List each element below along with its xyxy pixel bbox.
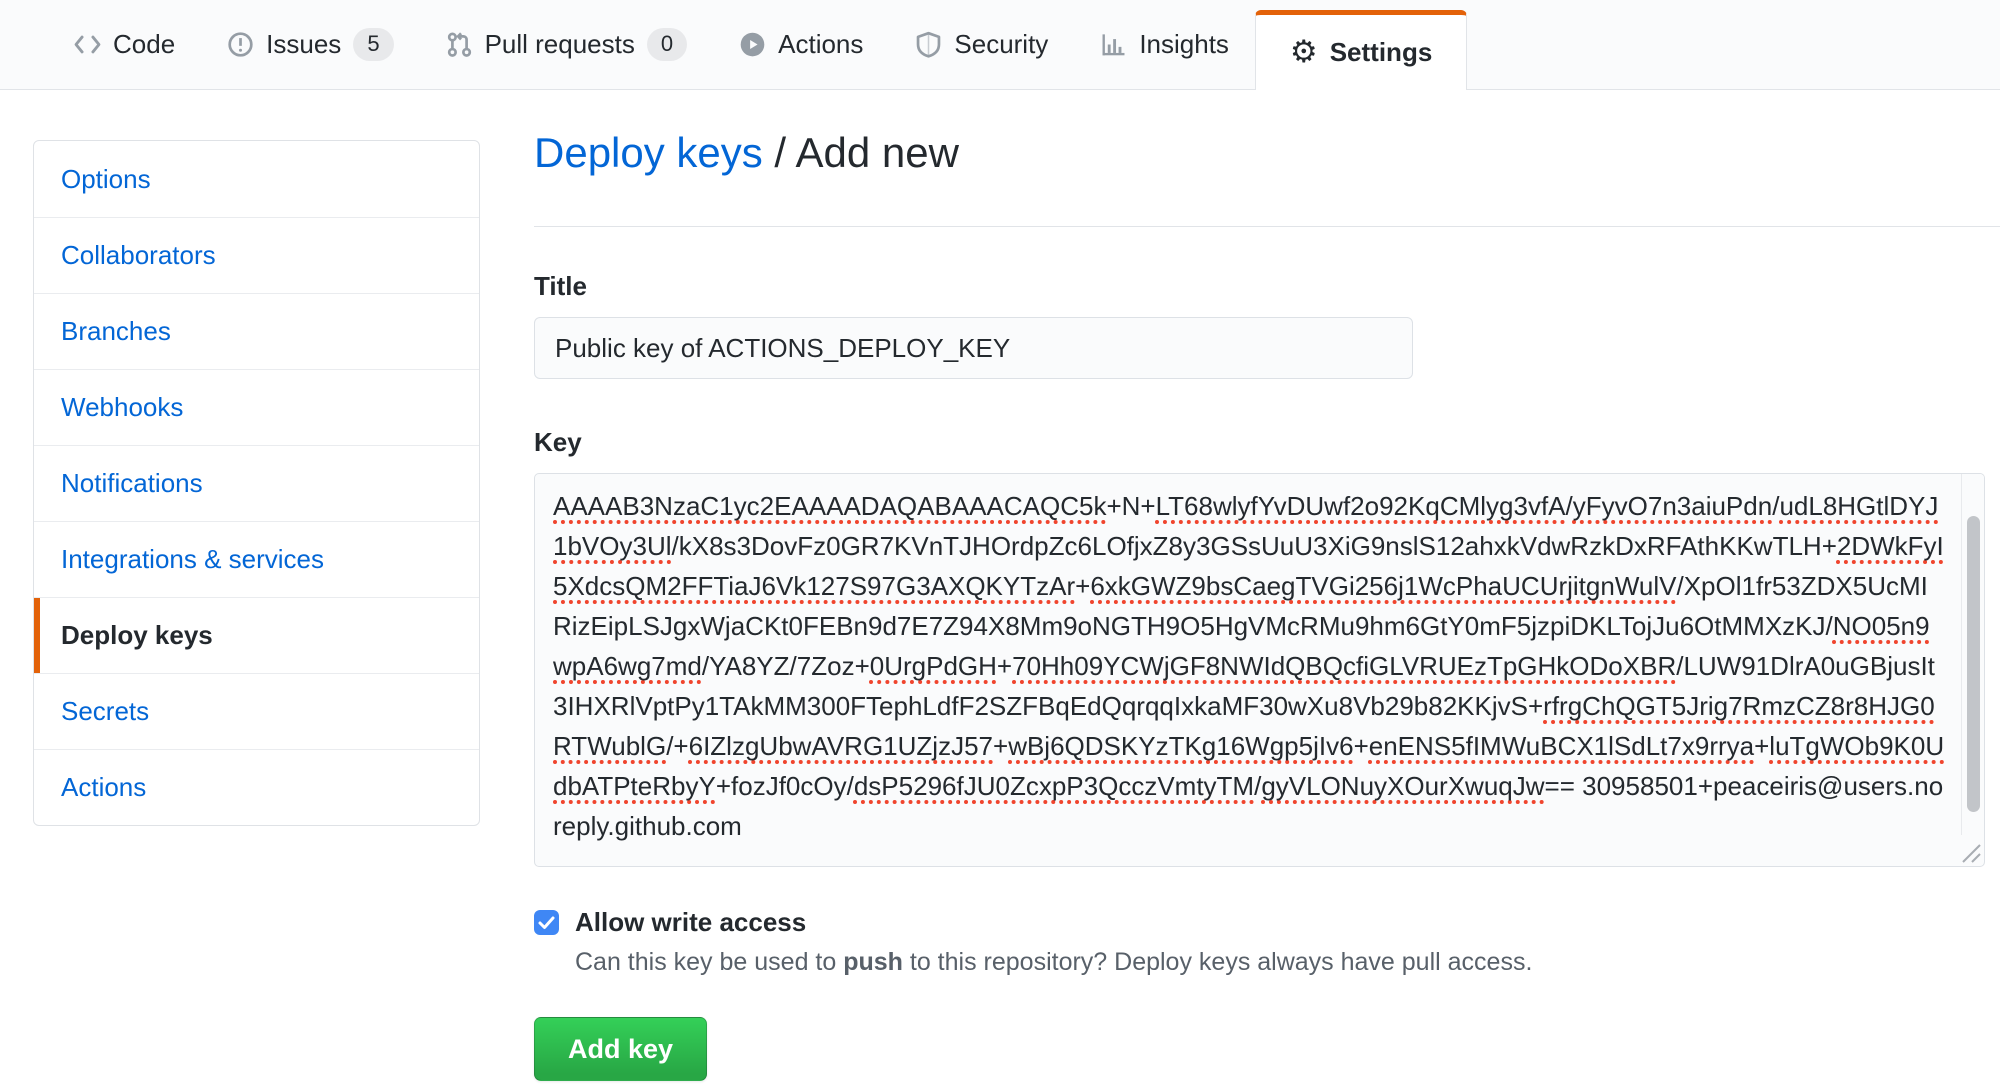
shield-icon bbox=[915, 31, 942, 58]
issues-count-badge: 5 bbox=[353, 28, 394, 61]
sidebar-item-integrations-services[interactable]: Integrations & services bbox=[34, 521, 479, 597]
key-text: AAAAB3NzaC1yc2EAAAADAQABAAACAQC5k+N+LT68… bbox=[553, 491, 1945, 841]
git-pull-request-icon bbox=[446, 31, 473, 58]
textarea-resize-grip[interactable] bbox=[1953, 835, 1983, 865]
repo-tab-bar: Code Issues 5 Pull requests 0 Actions Security… bbox=[0, 0, 2000, 90]
sidebar-item-collaborators[interactable]: Collaborators bbox=[34, 217, 479, 293]
sidebar-item-webhooks[interactable]: Webhooks bbox=[34, 369, 479, 445]
tab-label: Pull requests bbox=[484, 29, 635, 59]
tab-security[interactable]: Security bbox=[889, 0, 1074, 89]
play-icon bbox=[739, 31, 766, 58]
tab-label: Settings bbox=[1329, 37, 1433, 67]
pull-requests-count-badge: 0 bbox=[646, 28, 688, 61]
key-scrollbar-thumb[interactable] bbox=[1967, 516, 1980, 812]
breadcrumb-separator: / bbox=[762, 129, 796, 176]
tab-insights[interactable]: Insights bbox=[1074, 0, 1255, 89]
code-icon bbox=[74, 31, 101, 58]
gear-icon: ⚙ bbox=[1289, 34, 1318, 70]
tab-label: Issues bbox=[266, 29, 342, 59]
tab-label: Code bbox=[113, 29, 176, 59]
tab-code[interactable]: Code bbox=[48, 0, 201, 89]
tab-pull-requests[interactable]: Pull requests 0 bbox=[420, 0, 714, 89]
sidebar-item-label: Actions bbox=[61, 772, 147, 802]
sidebar-item-label: Integrations & services bbox=[61, 544, 325, 574]
tab-actions[interactable]: Actions bbox=[713, 0, 889, 89]
tab-issues[interactable]: Issues 5 bbox=[201, 0, 419, 89]
title-label: Title bbox=[534, 271, 587, 301]
sidebar-item-secrets[interactable]: Secrets bbox=[34, 673, 479, 749]
sidebar-item-deploy-keys[interactable]: Deploy keys bbox=[34, 597, 479, 673]
sidebar-item-actions[interactable]: Actions bbox=[34, 749, 479, 825]
sidebar-item-label: Webhooks bbox=[61, 392, 184, 422]
sidebar-item-label: Secrets bbox=[61, 696, 150, 726]
deploy-keys-breadcrumb-link[interactable]: Deploy keys bbox=[534, 129, 763, 176]
allow-write-access-label: Allow write access bbox=[575, 907, 807, 937]
breadcrumb-current: Add new bbox=[795, 129, 959, 176]
page-title: Deploy keys / Add new bbox=[534, 126, 2000, 180]
sidebar-item-label: Collaborators bbox=[61, 240, 216, 270]
sidebar-item-notifications[interactable]: Notifications bbox=[34, 445, 479, 521]
key-label: Key bbox=[534, 427, 582, 457]
tab-settings[interactable]: ⚙ Settings bbox=[1254, 10, 1468, 90]
checkmark-icon bbox=[538, 916, 555, 929]
issue-opened-icon bbox=[227, 31, 254, 58]
tab-label: Security bbox=[954, 29, 1049, 59]
title-input[interactable] bbox=[534, 317, 1413, 379]
add-key-button[interactable]: Add key bbox=[534, 1017, 708, 1081]
sidebar-item-label: Notifications bbox=[61, 468, 203, 498]
allow-write-access-checkbox[interactable] bbox=[534, 910, 559, 935]
sidebar-item-options[interactable]: Options bbox=[34, 141, 479, 217]
key-textarea[interactable]: AAAAB3NzaC1yc2EAAAADAQABAAACAQC5k+N+LT68… bbox=[534, 473, 1985, 867]
sidebar-item-branches[interactable]: Branches bbox=[34, 293, 479, 369]
heading-divider bbox=[534, 226, 2000, 227]
main-content: Deploy keys / Add new Title Key AAAAB3Nz… bbox=[534, 126, 2000, 1081]
sidebar-item-label: Options bbox=[61, 163, 151, 194]
key-scrollbar-track[interactable] bbox=[1961, 474, 1984, 836]
tab-label: Actions bbox=[778, 29, 864, 59]
sidebar-item-label: Deploy keys bbox=[61, 620, 213, 650]
write-access-description: Can this key be used to push to this rep… bbox=[575, 948, 1533, 976]
tab-label: Insights bbox=[1139, 29, 1229, 59]
sidebar-item-label: Branches bbox=[61, 316, 171, 346]
graph-icon bbox=[1100, 31, 1127, 58]
